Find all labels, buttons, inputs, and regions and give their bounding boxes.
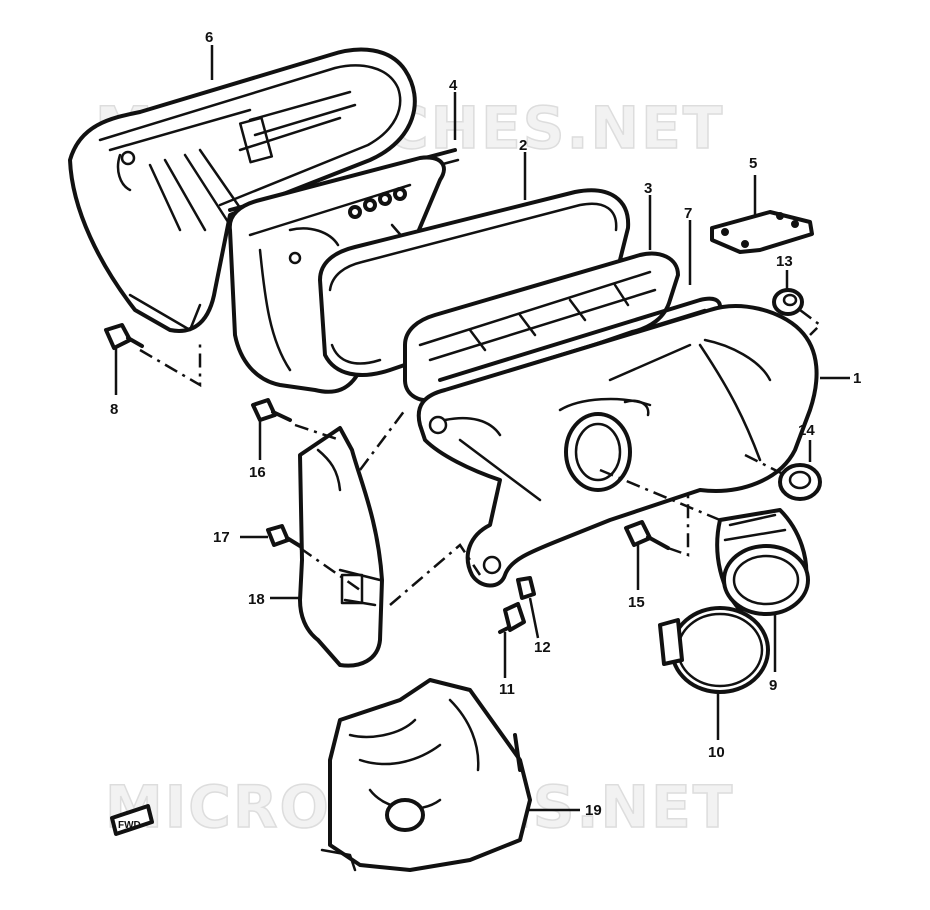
callout-18: 18 xyxy=(248,591,265,608)
part-8-bolt xyxy=(104,323,144,350)
part-11-fitting xyxy=(498,602,526,634)
callout-labels: 6 4 2 3 7 5 13 1 14 8 16 17 18 15 11 12 … xyxy=(110,29,861,819)
part-1-housing xyxy=(416,304,819,588)
callout-7: 7 xyxy=(684,205,692,222)
part-10-clamp xyxy=(658,606,770,694)
part-9-boot xyxy=(715,508,810,616)
callout-3: 3 xyxy=(644,180,652,197)
part-19-lower-box xyxy=(320,678,532,872)
part-17-bolt xyxy=(266,524,302,548)
callout-5: 5 xyxy=(749,155,757,172)
part-14-grommet xyxy=(778,463,822,501)
callout-11: 11 xyxy=(499,681,515,698)
part-3-frame xyxy=(403,251,680,403)
leader-lines xyxy=(114,45,850,812)
part-5-bracket xyxy=(710,210,814,254)
callout-8: 8 xyxy=(110,401,118,418)
callout-9: 9 xyxy=(769,677,777,694)
part-15-bolt xyxy=(624,520,670,550)
part-16-bolt xyxy=(251,398,292,422)
part-6-outer-cover xyxy=(68,47,417,333)
part-18-side-cover xyxy=(298,426,384,668)
callout-6: 6 xyxy=(205,29,213,46)
callout-12: 12 xyxy=(534,639,551,656)
callout-15: 15 xyxy=(628,594,645,611)
callout-4: 4 xyxy=(449,77,458,94)
callout-14: 14 xyxy=(798,422,815,439)
callout-13: 13 xyxy=(776,253,793,270)
front-marker: FWD xyxy=(110,804,154,836)
callout-10: 10 xyxy=(708,744,725,761)
part-12-fitting xyxy=(516,576,536,600)
callout-17: 17 xyxy=(213,529,230,546)
callout-19: 19 xyxy=(585,802,602,819)
callout-1: 1 xyxy=(853,370,861,387)
part-13-grommet xyxy=(772,288,804,316)
callout-2: 2 xyxy=(519,137,527,154)
front-marker-label: FWD xyxy=(118,820,141,831)
assembly-lines xyxy=(139,309,822,606)
callout-16: 16 xyxy=(249,464,266,481)
